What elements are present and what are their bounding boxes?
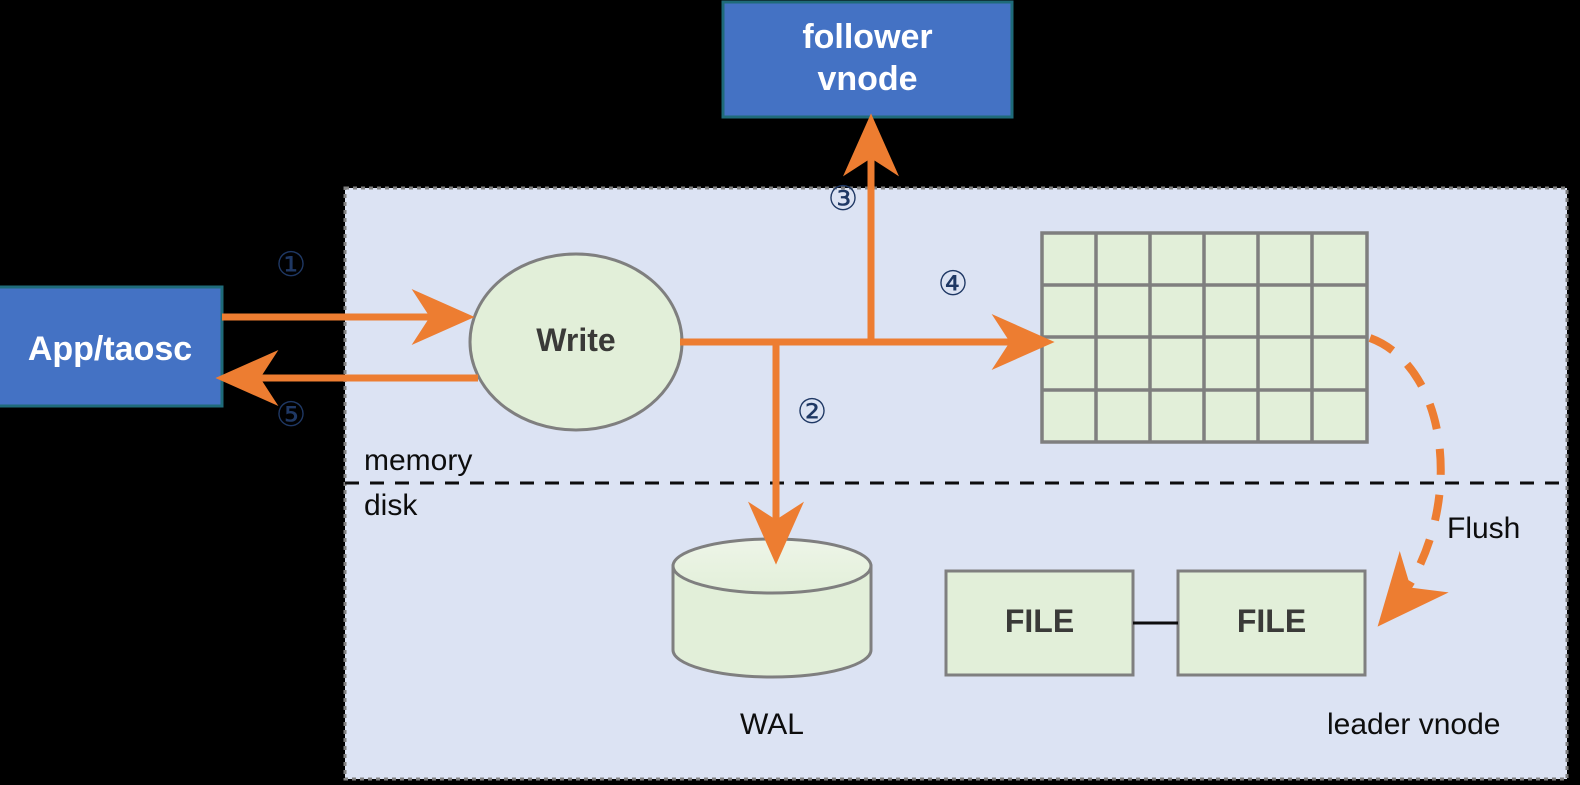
- step-marker-4: ④: [937, 265, 969, 303]
- app-taosc-label: App/taosc: [27, 330, 193, 368]
- step-marker-1: ①: [275, 246, 307, 284]
- leader-vnode-label: leader vnode: [1327, 708, 1501, 741]
- step-marker-5: ⑤: [275, 396, 307, 434]
- disk-label: disk: [364, 489, 418, 522]
- file-box-1[interactable]: [944, 569, 1135, 677]
- memory-label: memory: [364, 444, 473, 477]
- flush-label: Flush: [1447, 512, 1521, 545]
- step-marker-2: ②: [796, 393, 828, 431]
- file-box-2-label: FILE: [1236, 603, 1307, 639]
- follower-vnode-box[interactable]: [721, 0, 1014, 119]
- flush-arrow: [1368, 334, 1449, 627]
- wal-label: WAL: [740, 708, 804, 741]
- app-taosc-box[interactable]: [0, 285, 224, 408]
- follower-vnode-label-line1: follower: [802, 18, 933, 56]
- write-node-label: Write: [536, 322, 616, 358]
- file-box-1-label: FILE: [1004, 603, 1075, 639]
- step-marker-3: ③: [827, 180, 859, 218]
- file-box-2[interactable]: [1176, 569, 1367, 677]
- wal-cylinder[interactable]: [671, 537, 873, 679]
- follower-vnode-label-line2: vnode: [817, 60, 918, 98]
- memtable-grid[interactable]: [1040, 231, 1369, 444]
